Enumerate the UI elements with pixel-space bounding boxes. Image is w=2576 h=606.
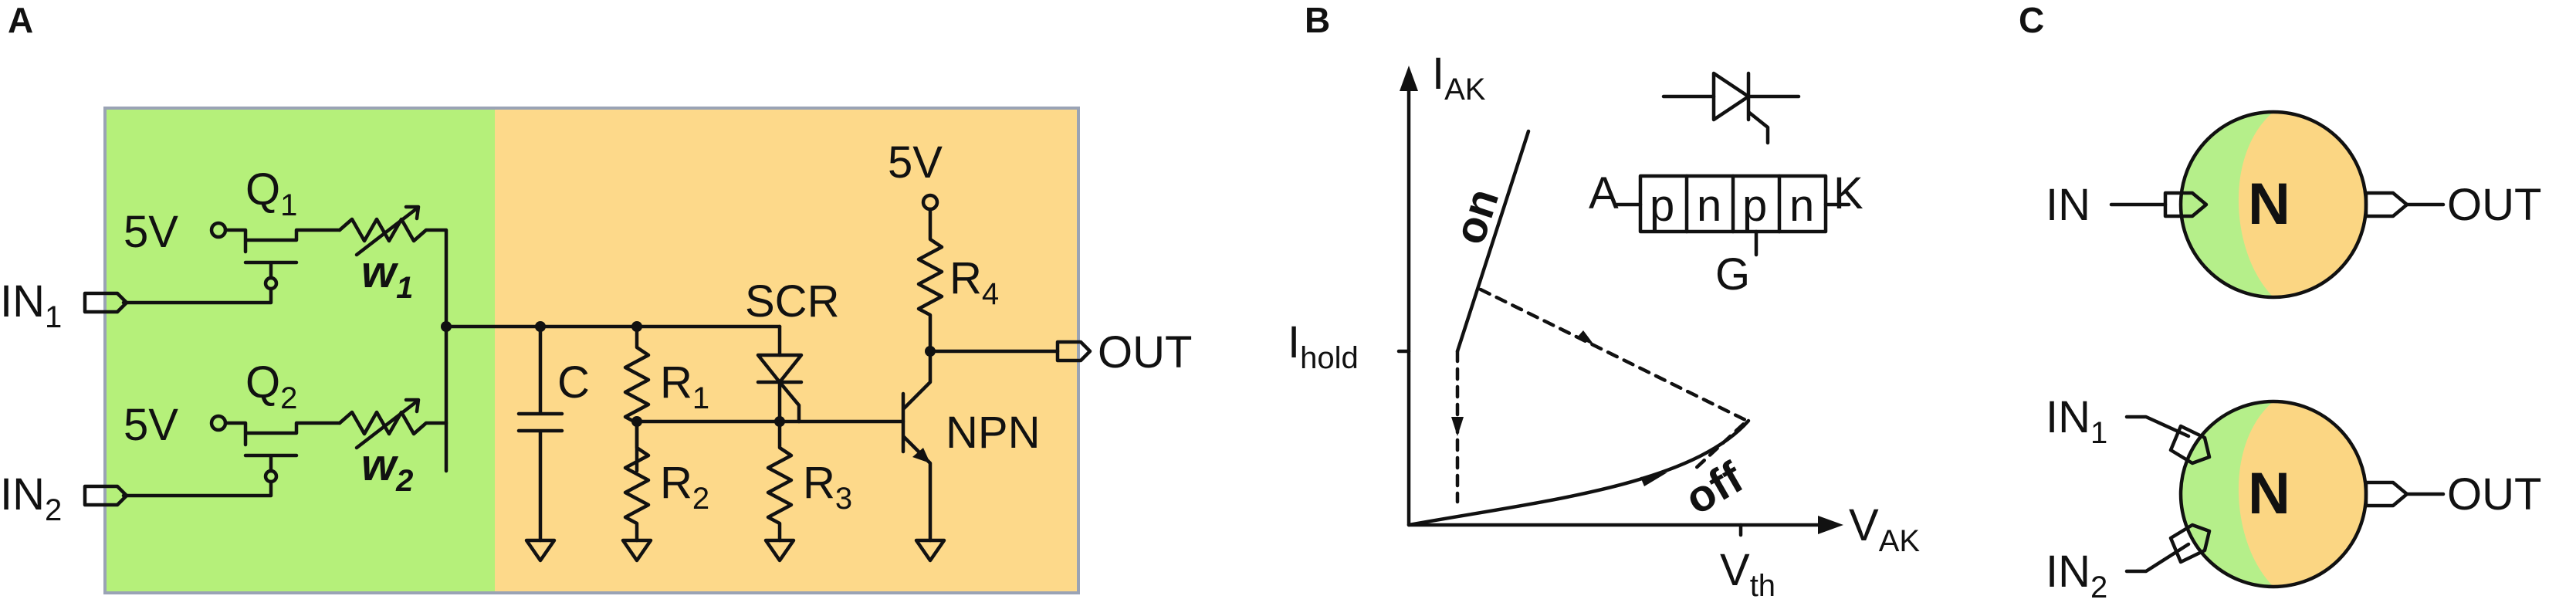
layer-n2: n — [1789, 181, 1814, 231]
scr-thyristor — [756, 324, 905, 427]
label-cathode: K — [1833, 168, 1863, 218]
panel-a-border — [103, 107, 1080, 594]
label-in-top: IN — [2046, 180, 2090, 230]
label-in1: IN1 — [0, 276, 62, 334]
label-w2: w2 — [361, 440, 413, 498]
iv-axes — [1406, 84, 1824, 527]
neuron-top-output-port — [2364, 191, 2409, 218]
in2-terminal — [83, 484, 129, 507]
label-in1-bottom: IN1 — [2046, 392, 2107, 450]
panel-a-letter: A — [8, 0, 33, 40]
q2-branch — [121, 398, 449, 498]
panel-c-letter: C — [2019, 0, 2044, 40]
label-q1: Q1 — [245, 164, 297, 222]
label-npn: NPN — [946, 408, 1040, 458]
layer-n1: n — [1697, 181, 1721, 231]
in1-wire — [2124, 415, 2191, 438]
in2-wire — [2124, 542, 2191, 574]
label-w1: w1 — [361, 247, 413, 305]
label-out-bottom: OUT — [2447, 469, 2541, 520]
label-out: OUT — [1098, 327, 1192, 377]
resistor-r1-r2 — [621, 324, 782, 563]
label-r1: R1 — [660, 357, 709, 415]
pnpn-structure: p n p n A K G — [1589, 168, 1863, 300]
neuron-bottom-input1-port — [2168, 424, 2212, 466]
label-5v-q1: 5V — [124, 207, 178, 257]
neuron-bottom-label: N — [2248, 461, 2290, 526]
label-ihold: Ihold — [1288, 317, 1359, 375]
label-5v-q2: 5V — [124, 400, 178, 450]
layer-p2: p — [1742, 181, 1767, 231]
neuron-top-label: N — [2248, 171, 2290, 237]
label-out-top: OUT — [2447, 180, 2541, 230]
on-branch — [1455, 129, 1531, 354]
label-in2-bottom: IN2 — [2046, 547, 2107, 604]
label-on: on — [1444, 183, 1509, 250]
label-r2: R2 — [660, 458, 709, 516]
label-in2: IN2 — [0, 469, 62, 527]
label-5v-npn: 5V — [888, 137, 943, 188]
off-branch — [1406, 418, 1751, 527]
neuron-single-input: N IN OUT — [2046, 110, 2541, 300]
out-terminal — [1055, 340, 1092, 363]
label-vak: VAK — [1849, 500, 1920, 558]
neuron-bottom-input2-port — [2168, 523, 2212, 564]
resistor-r3 — [763, 419, 796, 563]
resistor-r4 — [916, 193, 944, 354]
neuron-dual-input: N IN1 IN2 OUT — [2046, 392, 2541, 604]
label-anode: A — [1589, 168, 1619, 218]
panel-b-letter: B — [1305, 0, 1330, 40]
w2-tunable-arrow — [354, 398, 421, 450]
thyristor-symbol — [1661, 71, 1801, 145]
panel-b: B p n p n A K — [1288, 0, 1920, 603]
label-c: C — [557, 357, 590, 408]
neuron-top-input-port — [2163, 191, 2209, 218]
label-q2: Q2 — [245, 357, 297, 415]
w1-tunable-arrow — [354, 205, 421, 257]
q1-branch — [121, 205, 449, 473]
neuron-bottom-output-port — [2364, 480, 2409, 508]
label-gate: G — [1715, 249, 1750, 300]
capacitor-c — [516, 324, 564, 563]
layer-p1: p — [1650, 181, 1674, 231]
dashed-trajectory — [1478, 287, 1749, 473]
panel-c: C N IN OUT N IN1 IN2 — [2019, 0, 2541, 604]
label-r4: R4 — [949, 253, 999, 311]
in1-terminal — [83, 291, 129, 314]
panel-a: A — [0, 0, 1192, 594]
synapse-region — [105, 108, 495, 593]
npn-transistor — [901, 340, 1092, 563]
label-vth: Vth — [1720, 545, 1775, 603]
label-iak: IAK — [1432, 49, 1486, 107]
label-r3: R3 — [803, 458, 852, 516]
label-scr: SCR — [745, 276, 839, 327]
